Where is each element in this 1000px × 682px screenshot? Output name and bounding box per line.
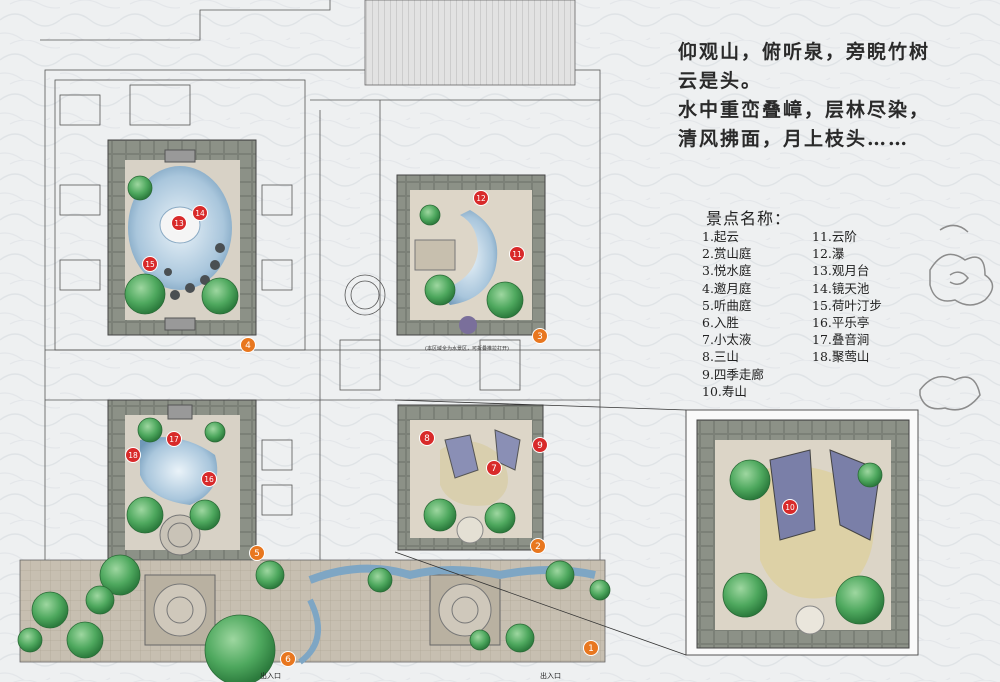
marker-4: 4: [240, 337, 256, 353]
legend-item: 6.入胜: [702, 315, 739, 331]
marker-label: 12: [476, 194, 486, 203]
marker-10: 10: [782, 499, 798, 515]
marker-3: 3: [532, 328, 548, 344]
inset-detail: [685, 409, 919, 656]
marker-13: 13: [171, 215, 187, 231]
marker-label: 16: [204, 475, 214, 484]
marker-label: 15: [145, 260, 155, 269]
legend-item: 11.云阶: [812, 229, 857, 244]
legend-title: 景点名称：: [706, 209, 792, 228]
marker-2: 2: [530, 538, 546, 554]
marker-14: 14: [192, 205, 208, 221]
marker-label: 7: [491, 464, 497, 474]
marker-7: 7: [486, 460, 502, 476]
marker-15: 15: [142, 256, 158, 272]
marker-16: 16: [201, 471, 217, 487]
legend-item: 13.观月台: [812, 263, 870, 279]
marker-label: 1: [588, 644, 594, 654]
legend-item: 16.平乐亭: [812, 315, 870, 331]
marker-label: 11: [512, 250, 522, 259]
poem-line-3: 水中重峦叠嶂，层林尽染，: [678, 99, 931, 121]
marker-6: 6: [280, 651, 296, 667]
trees: [17, 175, 611, 682]
poem-line-1: 仰观山，俯听泉，旁睨竹树: [678, 41, 931, 63]
marker-label: 13: [174, 219, 184, 228]
marker-5: 5: [249, 545, 265, 561]
marker-label: 14: [195, 209, 205, 218]
marker-label: 17: [169, 435, 179, 444]
courtyard-small-taiye: [397, 404, 544, 551]
courtyard-waterfall: [396, 174, 546, 336]
marker-label: 5: [254, 549, 260, 559]
legend-item: 3.悦水庭: [702, 263, 752, 279]
legend-item: 9.四季走廊: [702, 366, 764, 382]
inset-connector-lines: [394, 399, 687, 656]
cloud-ornament: [919, 224, 994, 411]
marker-17: 17: [166, 431, 182, 447]
marker-label: 2: [535, 542, 541, 552]
legend-item: 15.荷叶汀步: [812, 297, 882, 313]
marker-label: 10: [785, 503, 795, 512]
marker-12: 12: [473, 190, 489, 206]
legend-item: 12.瀑: [812, 246, 845, 262]
roof-top: [364, 0, 576, 86]
exit-label-right: 出入口: [540, 672, 561, 680]
marker-label: 9: [537, 441, 543, 451]
exit-label-left: 出入口: [260, 672, 281, 680]
marker-label: 6: [285, 655, 291, 665]
legend-item: 1.起云: [702, 229, 739, 244]
legend-item: 18.聚莺山: [812, 349, 870, 365]
legend-item: 7.小太液: [702, 332, 752, 348]
legend-item: 8.三山: [702, 349, 739, 365]
legend-item: 17.叠音涧: [812, 332, 870, 348]
marker-9: 9: [532, 437, 548, 453]
marker-label: 8: [424, 434, 430, 444]
marker-label: 4: [245, 341, 251, 351]
marker-label: 18: [128, 451, 138, 460]
marker-8: 8: [419, 430, 435, 446]
poem-line-2: 云是头。: [678, 70, 763, 92]
marker-label: 3: [537, 332, 543, 342]
legend-item: 10.寿山: [702, 383, 747, 399]
water-area-note: (本区域全为水景区，可折叠推拉打开): [425, 346, 509, 352]
marker-18: 18: [125, 447, 141, 463]
legend-item: 14.镜天池: [812, 280, 870, 296]
marker-11: 11: [509, 246, 525, 262]
courtyard-bottom-left: [107, 399, 257, 566]
poem-block: 仰观山，俯听泉，旁睨竹树 云是头。 水中重峦叠嶂，层林尽染， 清风拂面，月上枝头…: [678, 38, 998, 154]
poem-line-4: 清风拂面，月上枝头……: [678, 128, 910, 150]
legend-item: 4.邀月庭: [702, 280, 752, 296]
legend-item: 2.赏山庭: [702, 246, 752, 262]
legend-item: 5.听曲庭: [702, 297, 752, 313]
marker-1: 1: [583, 640, 599, 656]
